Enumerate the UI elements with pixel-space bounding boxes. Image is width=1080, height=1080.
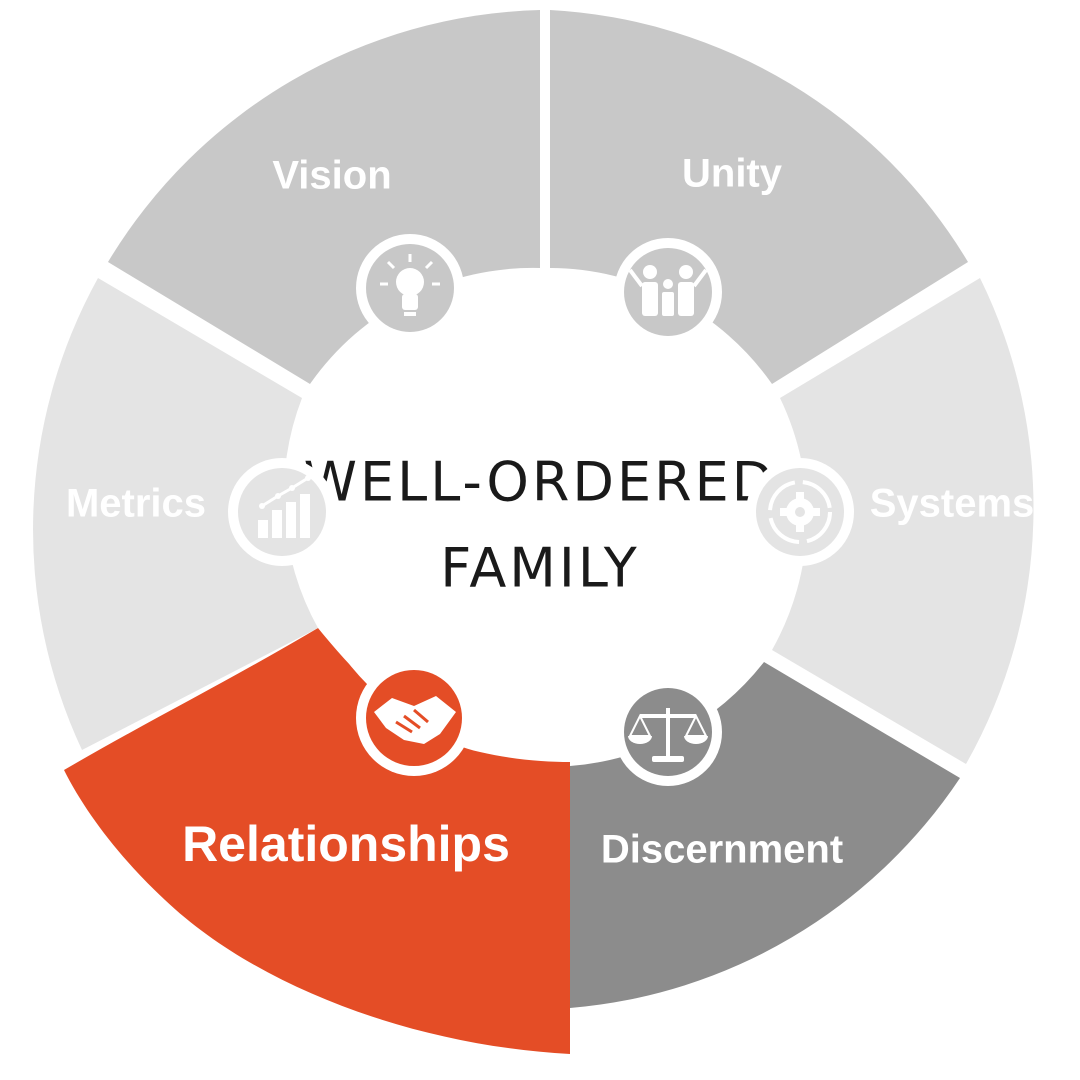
bar-chart-icon[interactable] <box>228 458 336 566</box>
center-hub: WELL-ORDERED FAMILY <box>296 268 784 756</box>
segment-systems-label: Systems <box>870 482 1035 526</box>
segment-metrics[interactable]: Metrics <box>33 278 318 750</box>
family-icon[interactable] <box>614 238 722 346</box>
segment-relationships-label: Relationships <box>182 816 510 872</box>
scales-icon[interactable] <box>614 678 722 786</box>
center-title-line1: WELL-ORDERED <box>304 451 777 514</box>
handshake-icon[interactable] <box>356 660 472 776</box>
lightbulb-icon[interactable] <box>356 234 464 342</box>
segment-relationships-wedge <box>64 628 570 1054</box>
segment-systems[interactable]: Systems <box>772 278 1034 764</box>
segment-metrics-label: Metrics <box>66 482 206 526</box>
segment-unity-label: Unity <box>682 152 783 196</box>
gear-cycle-icon[interactable] <box>746 458 854 566</box>
segment-relationships[interactable]: Relationships <box>64 628 570 1054</box>
segment-vision-label: Vision <box>272 154 391 198</box>
center-circle <box>296 268 784 756</box>
segment-metrics-wedge <box>33 278 318 750</box>
segment-unity-wedge <box>550 10 968 384</box>
segment-discernment-label: Discernment <box>601 828 843 872</box>
segment-vision-wedge <box>108 10 540 384</box>
segment-vision[interactable]: Vision <box>108 10 540 384</box>
segment-systems-wedge <box>772 278 1034 764</box>
segment-unity[interactable]: Unity <box>550 10 968 384</box>
center-title-line2: FAMILY <box>440 537 639 600</box>
